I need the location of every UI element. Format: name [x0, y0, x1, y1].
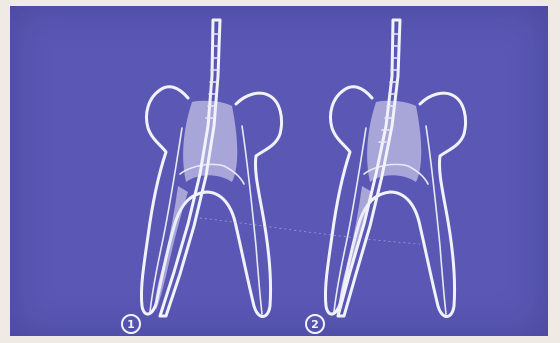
tooth-1-root-filling — [155, 186, 188, 310]
tooth-diagram-1: 1 — [122, 20, 282, 333]
tooth-diagrams: 1 2 — [10, 6, 548, 336]
slide-background: 1 2 — [10, 6, 548, 336]
figure-1-label: 1 — [127, 318, 135, 331]
scratch-line — [200, 218, 420, 244]
figure-2-label: 2 — [311, 318, 319, 331]
tooth-diagram-2: 2 — [306, 20, 466, 333]
